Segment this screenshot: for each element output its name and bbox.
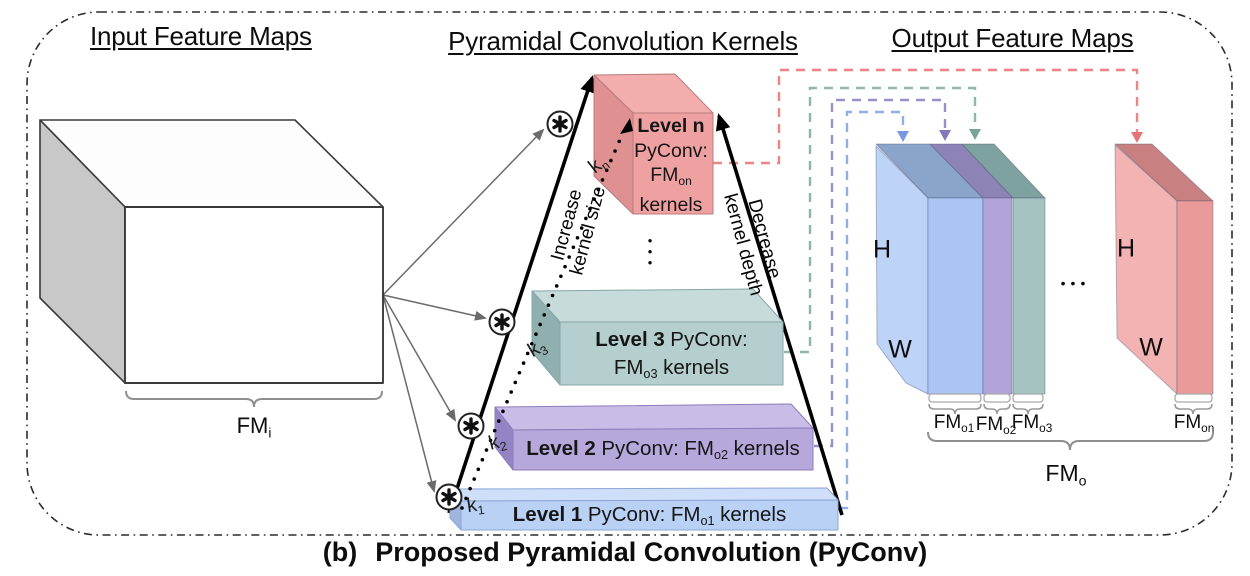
pyramid-left-edge-arrow [447, 75, 595, 514]
fm-o2-label: FMo2 [976, 414, 1017, 437]
level2-fm: FM [684, 437, 714, 460]
fm-o-sub: o [1078, 473, 1087, 490]
caption-index: (b) [322, 537, 358, 567]
fm-o2-sub: o2 [1003, 423, 1017, 437]
w-label-blue: W [888, 335, 912, 364]
connector-purple [814, 98, 947, 448]
kernels-section-title: Pyramidal Convolution Kernels [448, 26, 798, 56]
level2-kernel-box [494, 403, 814, 471]
output-slab-teal-front [1012, 197, 1046, 395]
fm-i-main: FM [236, 413, 269, 438]
fm-i-label: FMi [125, 413, 383, 440]
fm-o-main: FM [1045, 460, 1079, 486]
dot: • [647, 233, 653, 248]
kernel-size-dotted-line [460, 133, 624, 510]
output-connectors [713, 68, 1139, 510]
dot: • [647, 255, 653, 270]
horizontal-ellipsis: • • • [1060, 275, 1086, 291]
connector-teal [784, 86, 977, 354]
figure-border [26, 11, 1233, 536]
figure-caption: (b) Proposed Pyramidal Convolution (PyCo… [0, 537, 1250, 568]
dotted-line-arrowhead [620, 118, 633, 134]
connector-blue [839, 110, 905, 510]
conv-operator-icon [457, 412, 485, 440]
leveln-kernels-word: kernels [639, 194, 703, 217]
fm-o-total-label: FMo [1045, 460, 1086, 490]
leveln-title: Level n [637, 115, 705, 137]
level1-pyconv: PyConv: [587, 503, 666, 526]
vertical-ellipsis: • • • [647, 233, 653, 270]
connector-arrowheads [897, 129, 1143, 143]
level2-kernels-word: kernels [733, 437, 800, 460]
leveln-fm-sub: on [678, 173, 692, 188]
pyramid-right-edge-arrow [715, 113, 844, 516]
output-slab-blue-front [927, 197, 984, 395]
level1-kernels-word: kernels [720, 503, 787, 526]
fm-o1-label: FMo1 [934, 412, 975, 435]
conv-operator-icon [488, 308, 516, 336]
output-section-title: Output Feature Maps [891, 23, 1134, 53]
leveln-fm: FM [650, 164, 679, 186]
level2-fm-sub: o2 [713, 447, 729, 463]
level1-fm-sub: o1 [700, 513, 715, 529]
output-slab-group [875, 143, 1214, 395]
dot: • [1080, 275, 1086, 291]
level3-pyconv: PyConv: [670, 328, 748, 351]
level3-kernel-box [531, 288, 784, 386]
level3-fm: FM [613, 356, 644, 379]
output-brackets [927, 393, 1214, 451]
conv-operator-icons [435, 110, 574, 511]
dot: • [1060, 275, 1066, 291]
fm-i-brace [125, 390, 383, 408]
fm-o-total-brace [927, 431, 1214, 451]
level3-title: Level 3 [595, 328, 665, 351]
fm-o1-sub: o1 [961, 421, 975, 435]
dot: • [647, 244, 653, 259]
level2-title: Level 2 [526, 437, 596, 460]
h-label-blue: H [872, 235, 892, 264]
conv-operator-icon [546, 110, 574, 138]
leveln-kernel-box [593, 73, 714, 215]
level3-fm-sub: o3 [643, 366, 658, 382]
dot: • [1070, 275, 1076, 291]
level2-pyconv: PyConv: [601, 437, 679, 460]
fm-o3-main: FM [1011, 412, 1040, 433]
fm-o3-label: FMo3 [1012, 412, 1053, 435]
fm-o2-main: FM [975, 414, 1004, 435]
pyramid-edges [447, 75, 844, 516]
fm-i-sub: i [268, 425, 272, 441]
level3-kernels-word: kernels [663, 356, 730, 379]
level1-title: Level 1 [512, 503, 583, 526]
conv-operator-icon [435, 483, 463, 511]
input-section-title: Input Feature Maps [90, 21, 312, 51]
fm-on-label: FMon [1174, 412, 1215, 435]
leveln-pyconv: PyConv: [634, 139, 708, 162]
output-slab-red-front [1176, 200, 1214, 395]
output-slab-purple-front [982, 197, 1013, 395]
input-fan-arrows [382, 128, 545, 493]
h-label-red: H [1116, 234, 1136, 263]
level1-fm: FM [670, 503, 701, 526]
output-slab-blue-side [875, 145, 929, 395]
fm-o1-main: FM [933, 412, 962, 433]
fm-on-sub: on [1201, 421, 1215, 435]
leveln-box-text: Level n PyConv: FMon kernels [620, 114, 722, 218]
input-feature-map-cube [39, 119, 384, 384]
fm-on-main: FM [1173, 412, 1202, 433]
w-label-red: W [1139, 333, 1163, 362]
caption-text: Proposed Pyramidal Convolution (PyConv) [375, 537, 928, 567]
fm-o3-sub: o3 [1039, 421, 1053, 435]
